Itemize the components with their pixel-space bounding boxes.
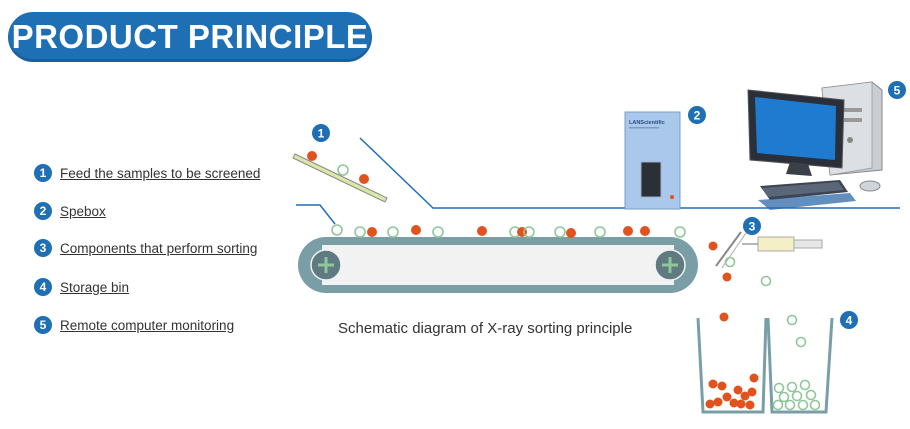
number-badge: 3 bbox=[34, 239, 52, 257]
marker-4: 4 bbox=[840, 311, 858, 329]
green-sample-pile bbox=[772, 379, 821, 411]
number-badge: 5 bbox=[34, 316, 52, 334]
storage-bin-icon bbox=[696, 312, 834, 414]
legend-label: Storage bin bbox=[60, 279, 130, 295]
marker-1: 1 bbox=[312, 124, 330, 142]
legend-item-storage: 4 Storage bin bbox=[34, 276, 129, 298]
feed-chute-icon bbox=[292, 151, 388, 203]
svg-text:3: 3 bbox=[749, 220, 756, 234]
spebox-icon: LANScientific bbox=[624, 111, 681, 210]
legend-item-feed: 1 Feed the samples to be screened bbox=[34, 162, 260, 184]
marker-3: 3 bbox=[743, 217, 761, 235]
upper-guide-line bbox=[359, 137, 900, 209]
diagram-caption: Schematic diagram of X-ray sorting princ… bbox=[338, 320, 633, 337]
legend-label: Components that perform sorting bbox=[60, 240, 258, 256]
marker-5: 5 bbox=[888, 81, 906, 99]
svg-text:4: 4 bbox=[846, 314, 853, 328]
computer-icon bbox=[747, 81, 883, 210]
number-badge: 2 bbox=[34, 202, 52, 220]
lower-guide-line bbox=[296, 204, 336, 225]
red-sample-pile bbox=[705, 373, 759, 410]
legend-item-spebox: 2 Spebox bbox=[34, 200, 106, 222]
conveyor-belt bbox=[298, 237, 698, 293]
svg-text:2: 2 bbox=[694, 109, 701, 123]
svg-text:5: 5 bbox=[894, 84, 901, 98]
legend-item-sorting: 3 Components that perform sorting bbox=[34, 237, 257, 259]
svg-text:1: 1 bbox=[318, 127, 325, 141]
legend-item-monitoring: 5 Remote computer monitoring bbox=[34, 314, 234, 336]
spebox-brand-label: LANScientific bbox=[629, 120, 665, 126]
sorting-nozzle-icon bbox=[708, 231, 823, 287]
page-title: PRODUCT PRINCIPLE bbox=[8, 12, 372, 62]
marker-2: 2 bbox=[688, 106, 706, 124]
legend-label: Spebox bbox=[60, 203, 106, 219]
legend-label: Feed the samples to be screened bbox=[60, 165, 261, 181]
number-badge: 4 bbox=[34, 278, 52, 296]
belt-samples bbox=[331, 224, 686, 238]
legend-label: Remote computer monitoring bbox=[60, 317, 235, 333]
number-badge: 1 bbox=[34, 164, 52, 182]
